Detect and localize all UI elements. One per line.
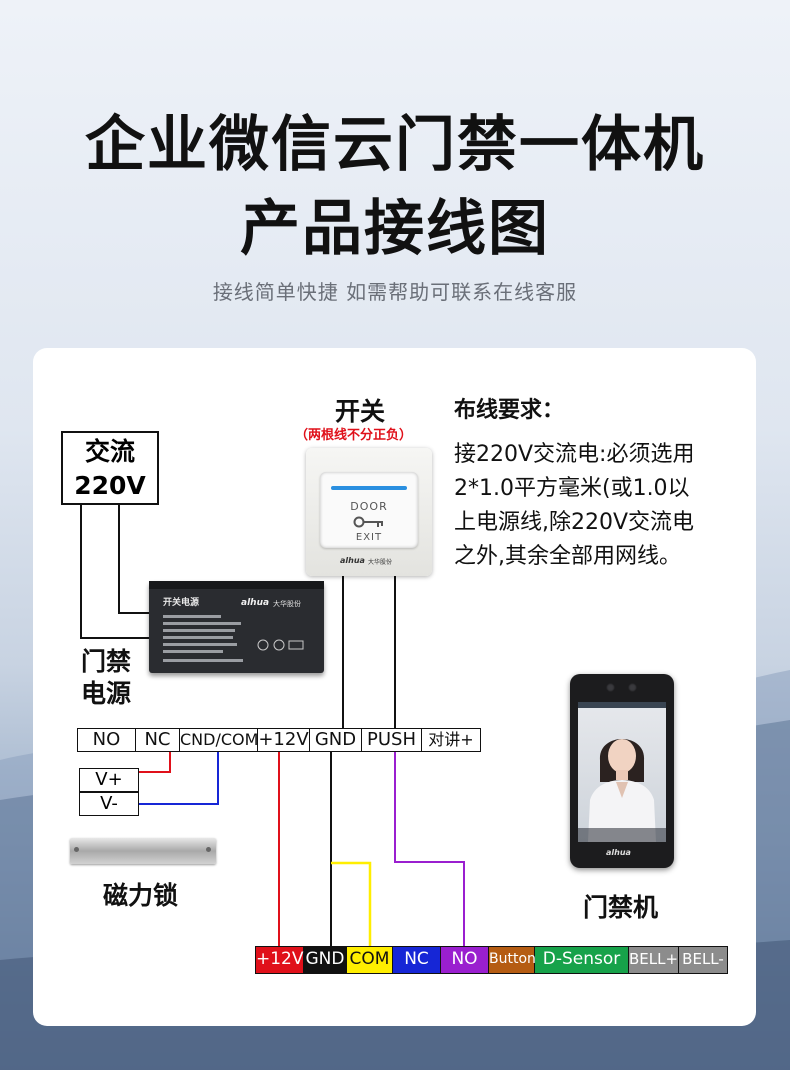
wiring-requirements-text: 接220V交流电:必须选用 2*1.0平方毫米(或1.0以 上电源线,除220V…	[454, 438, 744, 574]
camera-icon	[606, 683, 615, 692]
user-face-photo	[578, 702, 666, 842]
psu-title: 开关电源	[163, 598, 200, 608]
psu-brand-cn: 大华股份	[273, 600, 301, 608]
exit-button-switch[interactable]: DOOR EXIT alhua 大华股份	[306, 448, 432, 576]
exit-button-face[interactable]: DOOR EXIT	[320, 472, 418, 548]
ac-label-line1: 交流	[84, 437, 135, 466]
magnetic-lock-label: 磁力锁	[103, 881, 179, 910]
wiring-line: 接220V交流电:必须选用	[454, 442, 695, 467]
bottom-terminal-button: Button	[489, 947, 536, 973]
psu-label: 门禁 电源	[81, 646, 131, 710]
terminal-gnd: GND	[310, 729, 362, 751]
page-subtitle: 接线简单快捷 如需帮助可联系在线客服	[212, 280, 578, 304]
switch-title: 开关	[335, 397, 386, 426]
terminal-screen	[578, 702, 666, 842]
power-supply-unit: 开关电源 alhua 大华股份	[149, 581, 324, 673]
device-terminal-row: +12V GND COM NC NO Button D-Sensor BELL+…	[255, 946, 728, 974]
lock-vminus-terminal: V-	[79, 792, 139, 816]
psu-brand-logo: alhua	[241, 598, 270, 608]
controller-terminal-row: NO NC CND/COM +12V GND PUSH 对讲+	[77, 728, 481, 752]
terminal-brand-logo: alhua	[606, 848, 631, 857]
camera-icon	[628, 683, 637, 692]
switch-indicator-bar	[331, 486, 407, 490]
ac-label-line2: 220V	[74, 471, 146, 500]
bottom-terminal-12v: +12V	[256, 947, 304, 973]
psu-label-line1: 门禁	[81, 647, 132, 676]
page-title-line2: 产品接线图	[240, 194, 550, 264]
terminal-nc: NC	[136, 729, 180, 751]
bottom-terminal-nc: NC	[393, 947, 441, 973]
wiring-line: 上电源线,除220V交流电	[454, 510, 695, 535]
lock-vplus-terminal: V+	[79, 768, 139, 792]
bottom-terminal-gnd: GND	[304, 947, 347, 973]
bottom-terminal-com: COM	[347, 947, 393, 973]
access-control-terminal: alhua	[570, 674, 674, 868]
access-terminal-label: 门禁机	[583, 893, 659, 922]
wiring-lines	[80, 505, 465, 946]
bottom-terminal-no: NO	[441, 947, 489, 973]
bottom-terminal-bell-minus: BELL-	[679, 947, 727, 973]
switch-brand-cn: 大华股份	[368, 559, 393, 566]
switch-note: （两根线不分正负）	[295, 428, 413, 443]
terminal-no: NO	[78, 729, 136, 751]
terminal-12v: +12V	[258, 729, 310, 751]
magnetic-lock-image	[70, 838, 216, 864]
wiring-requirements-title: 布线要求：	[454, 398, 565, 423]
key-icon	[353, 516, 383, 528]
wiring-diagram-card: 交流 220V 开关电源 alhua 大华股份 门禁 电源 开关 （两根线不分正…	[33, 348, 756, 1026]
bottom-terminal-bell-plus: BELL+	[629, 947, 679, 973]
terminal-push: PUSH	[362, 729, 422, 751]
wiring-line: 2*1.0平方毫米(或1.0以	[454, 476, 690, 501]
terminal-com: CND/COM	[180, 729, 259, 751]
ac-220v-box: 交流 220V	[61, 431, 159, 505]
switch-exit-text: EXIT	[355, 532, 383, 543]
psu-label-line2: 电源	[81, 679, 132, 708]
bottom-terminal-dsensor: D-Sensor	[535, 947, 629, 973]
psu-spec-label	[163, 615, 304, 662]
switch-door-text: DOOR	[350, 500, 388, 513]
wiring-line: 之外,其余全部用网线。	[454, 544, 681, 569]
switch-brand-logo: alhua	[340, 556, 365, 565]
page-title-line1: 企业微信云门禁一体机	[85, 110, 705, 180]
terminal-intercom: 对讲+	[428, 730, 474, 749]
